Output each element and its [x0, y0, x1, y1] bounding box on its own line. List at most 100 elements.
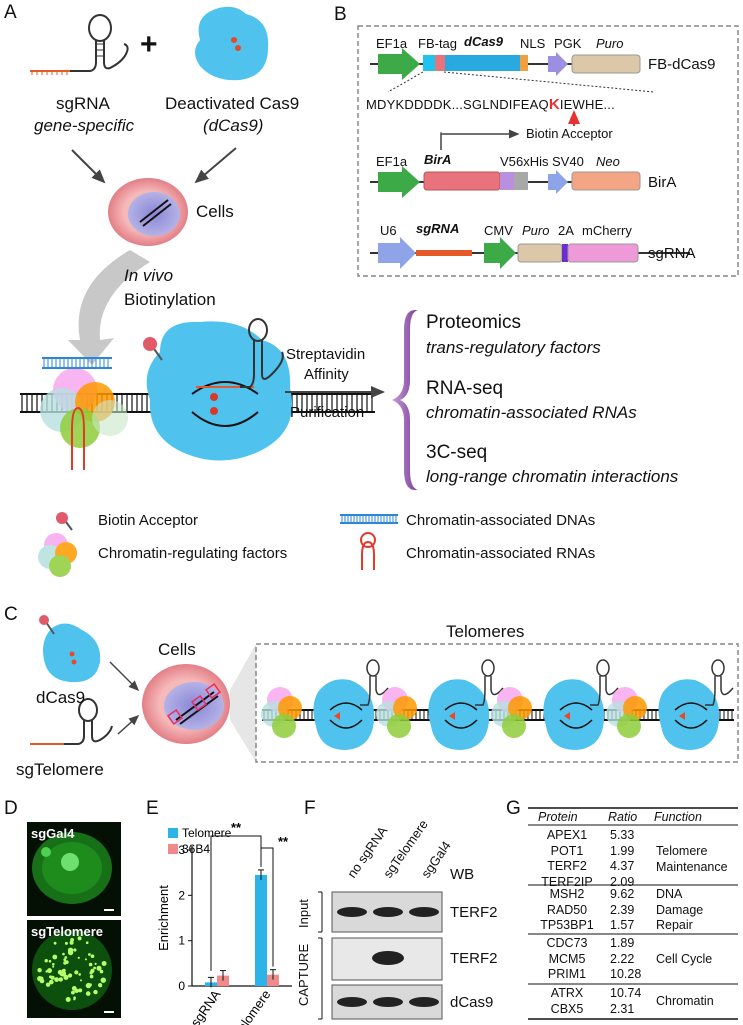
legend-biotin-icon: [56, 512, 73, 531]
c2-ef1a: EF1a: [376, 154, 408, 169]
table-protein: CBX5: [550, 1001, 584, 1016]
c2-his: 6xHis: [516, 154, 549, 169]
biotinylation-label: Biotinylation: [124, 290, 216, 309]
c3-name: sgRNA: [648, 245, 696, 262]
c1-pgk: PGK: [554, 36, 582, 51]
table-ratio: 1.99: [610, 843, 635, 858]
table-ratio: 9.62: [610, 887, 635, 901]
acceptor-label: Biotin Acceptor: [526, 126, 613, 141]
y-tick-label: 2: [178, 888, 185, 902]
table-function: DNA: [656, 887, 683, 901]
table-protein: TERF2: [547, 859, 587, 873]
output-rnaseq: RNA-seq: [426, 378, 504, 399]
legend-label: Telomere: [182, 826, 232, 840]
cell-icon-c: [142, 664, 230, 744]
table-header: Protein: [538, 810, 578, 824]
panel-label-a: A: [4, 2, 17, 23]
legend-label: 36B4: [182, 842, 210, 856]
legend-dna-icon: [340, 514, 398, 524]
capture-label: CAPTURE: [296, 943, 311, 1006]
panel-label-f: F: [304, 798, 316, 819]
legend-swatch: [168, 828, 178, 838]
legend-crf-label: Chromatin-regulating factors: [98, 545, 288, 562]
bar: [267, 974, 279, 986]
panel-label-d: D: [4, 798, 18, 819]
panel-label-e: E: [146, 798, 159, 819]
table-protein: RAD50: [546, 902, 588, 917]
dcas9-subtitle: (dCas9): [203, 116, 264, 135]
dcas9-icon-c: [39, 615, 101, 683]
c-dcas9-label: dCas9: [36, 688, 86, 707]
legend-crf-icon: [38, 533, 77, 577]
output-proteomics-desc: trans-regulatory factors: [426, 338, 601, 357]
table-function: Repair: [656, 918, 693, 932]
table-function: Damage: [656, 902, 704, 917]
c3-cmv: CMV: [484, 223, 513, 238]
table-protein: ATRX: [550, 986, 584, 1000]
y-tick-label: 0: [178, 979, 185, 993]
legend-biotin-label: Biotin Acceptor: [98, 512, 199, 529]
cells-label: Cells: [196, 202, 234, 221]
band-label-1: TERF2: [450, 904, 498, 921]
output-3cseq: 3C-seq: [426, 442, 488, 463]
table-ratio: 5.33: [610, 828, 635, 842]
sgrna-title: sgRNA: [56, 94, 110, 113]
c1-nls: NLS: [520, 36, 546, 51]
table-header: Ratio: [608, 810, 638, 824]
y-tick-label: 1: [178, 934, 185, 948]
sgtelomere-icon: [30, 698, 113, 745]
panel-label-c: C: [4, 604, 18, 625]
c-telomeres-label: Telomeres: [446, 622, 525, 641]
table-ratio: 1.89: [610, 936, 635, 950]
sig-bracket-1: [210, 835, 262, 971]
output-3cseq-desc: long-range chromatin interactions: [426, 467, 679, 486]
sgrna-subtitle: gene-specific: [34, 116, 135, 135]
y-axis-label: Enrichment: [156, 885, 171, 951]
in-vivo-arrow: [68, 250, 150, 365]
streptavidin-label: Streptavidin: [286, 346, 366, 363]
bar: [255, 874, 267, 986]
table-protein: TERF2IP: [541, 874, 593, 889]
cell-icon: [108, 178, 188, 246]
c3-sgrna: sgRNA: [416, 221, 460, 236]
table-protein: PRIM1: [547, 967, 587, 981]
table-ratio: 2.39: [610, 902, 635, 917]
c1-puro: Puro: [596, 36, 624, 51]
table-protein: POT1: [550, 843, 584, 858]
table-ratio: 10.28: [610, 967, 642, 981]
dcas9-title: Deactivated Cas9: [165, 94, 300, 113]
table-ratio: 2.09: [610, 874, 635, 889]
tag-sequence: MDYKDDDDK...SGLNDIFEAQKIEWHE...: [366, 96, 615, 113]
plus-sign: +: [140, 28, 158, 61]
table-protein: APEX1: [546, 828, 588, 842]
constructs-box: [357, 25, 739, 277]
chromatin-complex: [20, 318, 375, 470]
sgrna-icon: [30, 14, 129, 75]
c1-ef1a: EF1a: [376, 36, 408, 51]
bar: [217, 975, 229, 986]
table-ratio: 1.57: [610, 918, 635, 932]
telomere-units: [261, 659, 734, 750]
table-ratio: 2.31: [610, 1001, 635, 1016]
panel-label-g: G: [506, 798, 521, 819]
band-label-3: dCas9: [450, 994, 494, 1011]
c-cells-label: Cells: [158, 640, 196, 659]
output-proteomics: Proteomics: [426, 312, 522, 333]
sig-bracket-2: [261, 847, 274, 967]
c1-fbtag: FB-tag: [418, 36, 458, 51]
legend-dna-label: Chromatin-associated DNAs: [406, 512, 596, 529]
telomeres-box: [255, 643, 739, 763]
d-img2-label: sgTelomere: [31, 924, 104, 939]
c1-dcas9: dCas9: [464, 34, 504, 49]
c2-v5: V5: [500, 154, 516, 169]
output-bracket: [392, 310, 418, 490]
dcas9-icon: [195, 6, 269, 81]
table-function: Chromatin: [656, 994, 714, 1008]
legend-rna-icon: [360, 532, 376, 570]
in-vivo-label: In vivo: [124, 266, 174, 285]
panel-label-b: B: [334, 4, 347, 25]
c3-u6: U6: [380, 223, 397, 238]
table-protein: MSH2: [549, 887, 585, 901]
input-label: Input: [296, 899, 311, 928]
